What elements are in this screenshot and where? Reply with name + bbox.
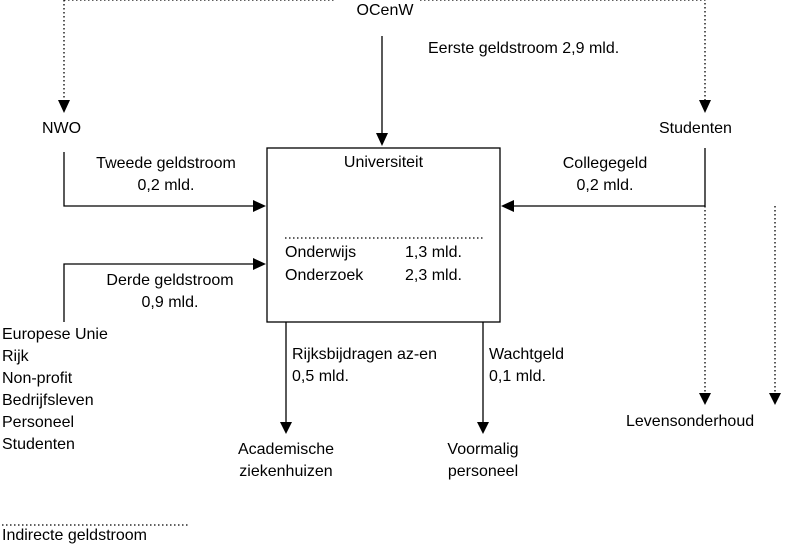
flow-collegegeld-name: Collegegeld xyxy=(562,155,648,172)
tweede-geldstroom-line xyxy=(63,152,254,207)
flow-collegegeld-label: Collegegeld 0,2 mld. xyxy=(540,153,670,197)
flow-tweede-label: Tweede geldstroom 0,2 mld. xyxy=(76,153,256,197)
arrowhead-levens-1 xyxy=(699,393,711,405)
flow-tweede-name: Tweede geldstroom xyxy=(96,155,236,172)
flow-rijksbijdragen-amount: 0,5 mld. xyxy=(292,368,349,385)
budget-onderzoek-label: Onderzoek xyxy=(285,267,364,284)
arrowhead-academische xyxy=(280,422,292,434)
node-voormalig-personeel: Voormalig personeel xyxy=(423,439,543,483)
node-academische-line2: ziekenhuizen xyxy=(239,463,333,480)
flow-collegegeld-amount: 0,2 mld. xyxy=(576,177,634,194)
indirect-flow-top-loop xyxy=(63,0,706,100)
derde-geldstroom-line xyxy=(63,263,254,322)
budget-onderwijs-value: 1,3 mld. xyxy=(405,244,462,261)
arrowhead-eerste xyxy=(376,133,388,146)
arrowhead-nwo xyxy=(58,100,70,113)
source-item: Personeel xyxy=(2,414,75,431)
source-item: Studenten xyxy=(2,436,75,453)
arrowhead-studenten xyxy=(699,100,711,113)
node-studenten: Studenten xyxy=(659,120,732,137)
node-academische-line1: Academische xyxy=(237,441,335,458)
derde-sources-list: Europese Unie Rijk Non-profit Bedrijfsle… xyxy=(2,324,108,456)
flow-wachtgeld-label: Wachtgeld 0,1 mld. xyxy=(489,344,564,388)
arrowhead-voormalig xyxy=(477,422,489,434)
source-item: Non-profit xyxy=(2,370,73,387)
node-voormalig-line2: personeel xyxy=(447,463,519,480)
source-item: Europese Unie xyxy=(2,326,108,343)
flow-derde-name: Derde geldstroom xyxy=(106,272,234,289)
node-academische-ziekenhuizen: Academische ziekenhuizen xyxy=(216,439,356,483)
flow-rijksbijdragen-label: Rijksbijdragen az-en 0,5 mld. xyxy=(292,344,437,388)
source-item: Rijk xyxy=(2,348,29,365)
node-voormalig-line1: Voormalig xyxy=(447,441,519,458)
node-levensonderhoud: Levensonderhoud xyxy=(626,413,755,430)
flow-derde-amount: 0,9 mld. xyxy=(141,294,199,311)
source-item: Bedrijfsleven xyxy=(2,392,94,409)
universiteit-box xyxy=(266,147,501,323)
flow-rijksbijdragen-name: Rijksbijdragen az-en xyxy=(292,346,437,363)
budget-onderwijs-label: Onderwijs xyxy=(285,244,357,261)
arrowhead-collegegeld xyxy=(501,200,514,212)
flow-tweede-amount: 0,2 mld. xyxy=(137,177,195,194)
flow-wachtgeld-amount: 0,1 mld. xyxy=(489,368,546,385)
flow-derde-label: Derde geldstroom 0,9 mld. xyxy=(80,270,260,314)
arrowhead-tweede xyxy=(253,200,266,212)
arrowhead-levens-2 xyxy=(769,393,781,405)
node-ocenw: OCenW xyxy=(356,2,414,19)
legend-label: Indirecte geldstroom xyxy=(2,527,147,544)
node-universiteit: Universiteit xyxy=(343,154,424,171)
flow-wachtgeld-name: Wachtgeld xyxy=(489,346,564,363)
arrowhead-derde xyxy=(253,258,266,270)
flow-eerste-label: Eerste geldstroom 2,9 mld. xyxy=(428,40,620,57)
budget-onderzoek-value: 2,3 mld. xyxy=(405,267,462,284)
node-nwo: NWO xyxy=(42,120,82,137)
